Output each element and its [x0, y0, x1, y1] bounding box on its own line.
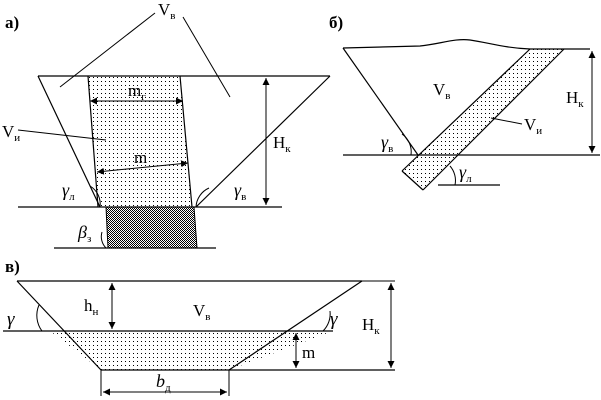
panel-a: а) Vв Vи mг m Hк γл γв βз — [2, 0, 331, 249]
panel-c-label: в) — [5, 257, 20, 276]
label-vi-left: Vи — [2, 122, 20, 144]
label-gamma-v-a: γв — [234, 180, 246, 203]
label-vv-c: Vв — [193, 301, 210, 323]
label-vv-upper: Vв — [158, 0, 175, 22]
label-vv-b: Vв — [433, 80, 450, 102]
label-m-mid: m — [134, 148, 147, 167]
panel-a-label: а) — [5, 13, 19, 32]
panel-c: в) γ γ hн Vв m Hк bд — [3, 257, 395, 396]
panel-b: б) Vв Vи Hк γв γл — [329, 13, 600, 191]
ore-body-c — [50, 331, 333, 370]
panel-b-label: б) — [329, 13, 343, 32]
label-hk-a: Hк — [273, 133, 291, 155]
label-beta-z: βз — [77, 222, 91, 245]
label-gamma-c-left: γ — [7, 309, 15, 330]
label-gamma-c-right: γ — [330, 309, 338, 330]
label-gamma-l-b: γл — [459, 162, 472, 185]
label-m-top: mг — [128, 81, 146, 103]
label-hn: hн — [84, 296, 99, 318]
label-m-c: m — [302, 343, 315, 362]
label-gamma-l: γл — [62, 180, 75, 203]
ore-band-b — [402, 49, 564, 190]
ore-band-below — [105, 206, 198, 249]
label-vi-b: Vи — [524, 115, 542, 137]
label-bd: bд — [156, 371, 171, 394]
label-hk-b: Hк — [566, 88, 584, 110]
label-hk-c: Hк — [362, 315, 380, 337]
label-gamma-v-b: γв — [381, 132, 393, 155]
